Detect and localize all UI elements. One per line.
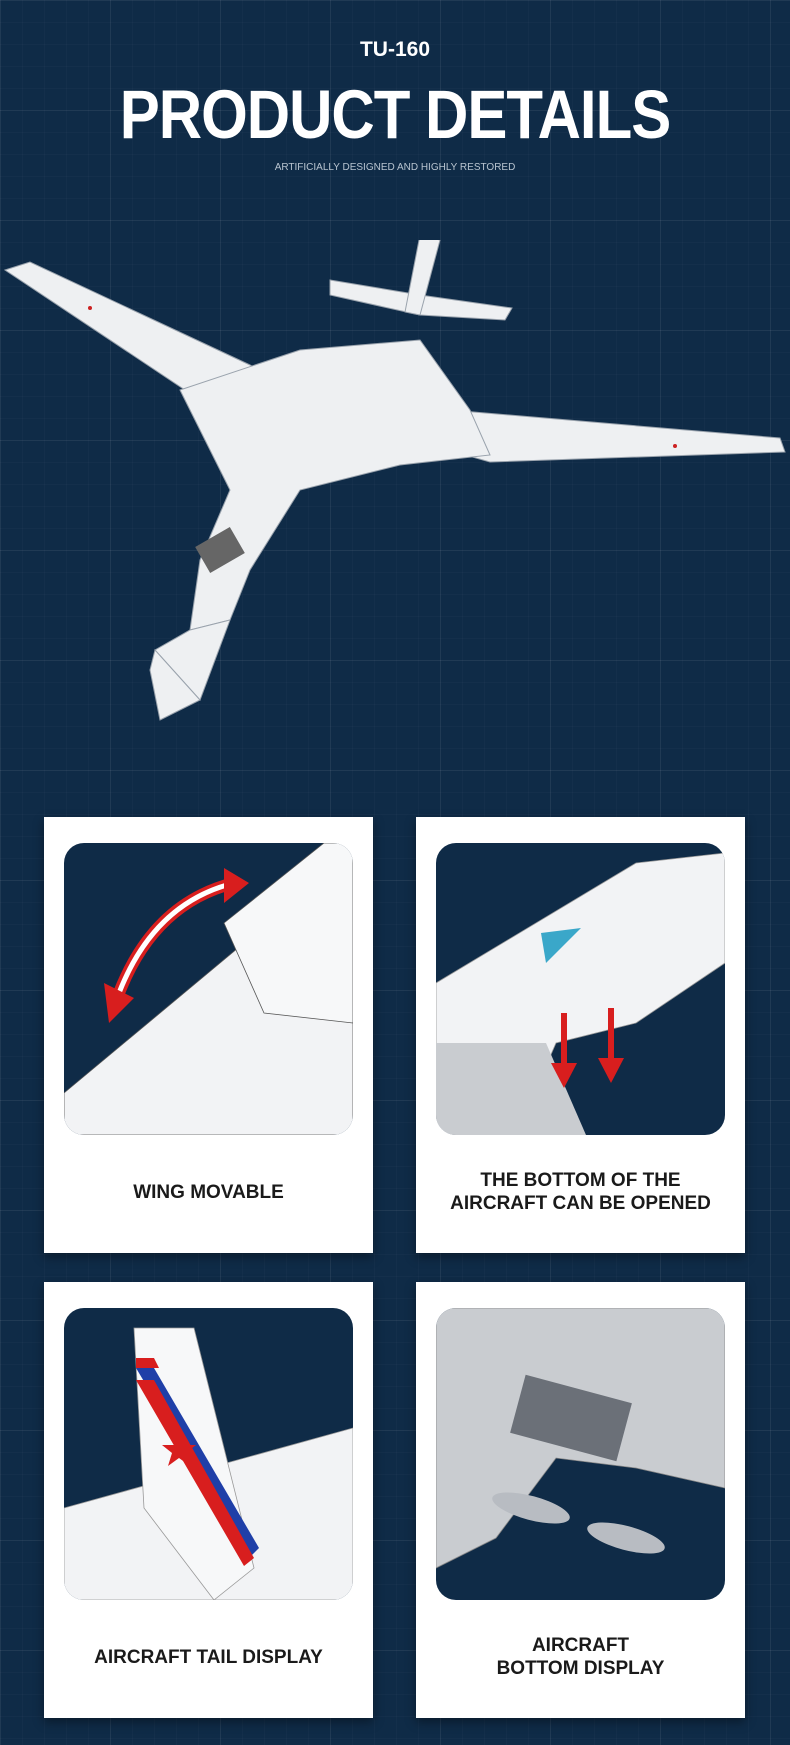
page-subtitle: ARTIFICIALLY DESIGNED AND HIGHLY RESTORE… <box>274 162 516 173</box>
bottom-open-image <box>436 843 725 1135</box>
model-name: TU-160 <box>359 38 431 61</box>
bottom-display-image <box>436 1308 725 1600</box>
feature-card-tail: AIRCRAFT TAIL DISPLAY <box>44 1282 373 1718</box>
wing-movable-image <box>64 843 353 1135</box>
feature-caption: AIRCRAFT TAIL DISPLAY <box>94 1646 323 1668</box>
feature-caption: THE BOTTOM OF THE AIRCRAFT CAN BE OPENED <box>450 1170 711 1214</box>
page-title: PRODUCT DETAILS <box>119 75 672 154</box>
aircraft-model-image <box>3 240 786 721</box>
feature-caption: WING MOVABLE <box>133 1181 284 1203</box>
feature-card-bottom-open: THE BOTTOM OF THE AIRCRAFT CAN BE OPENED <box>416 817 745 1253</box>
tail-display-image <box>64 1308 353 1600</box>
feature-card-wing: WING MOVABLE <box>44 817 373 1253</box>
feature-card-bottom-display: AIRCRAFT BOTTOM DISPLAY <box>416 1282 745 1718</box>
feature-caption: AIRCRAFT BOTTOM DISPLAY <box>496 1635 665 1679</box>
